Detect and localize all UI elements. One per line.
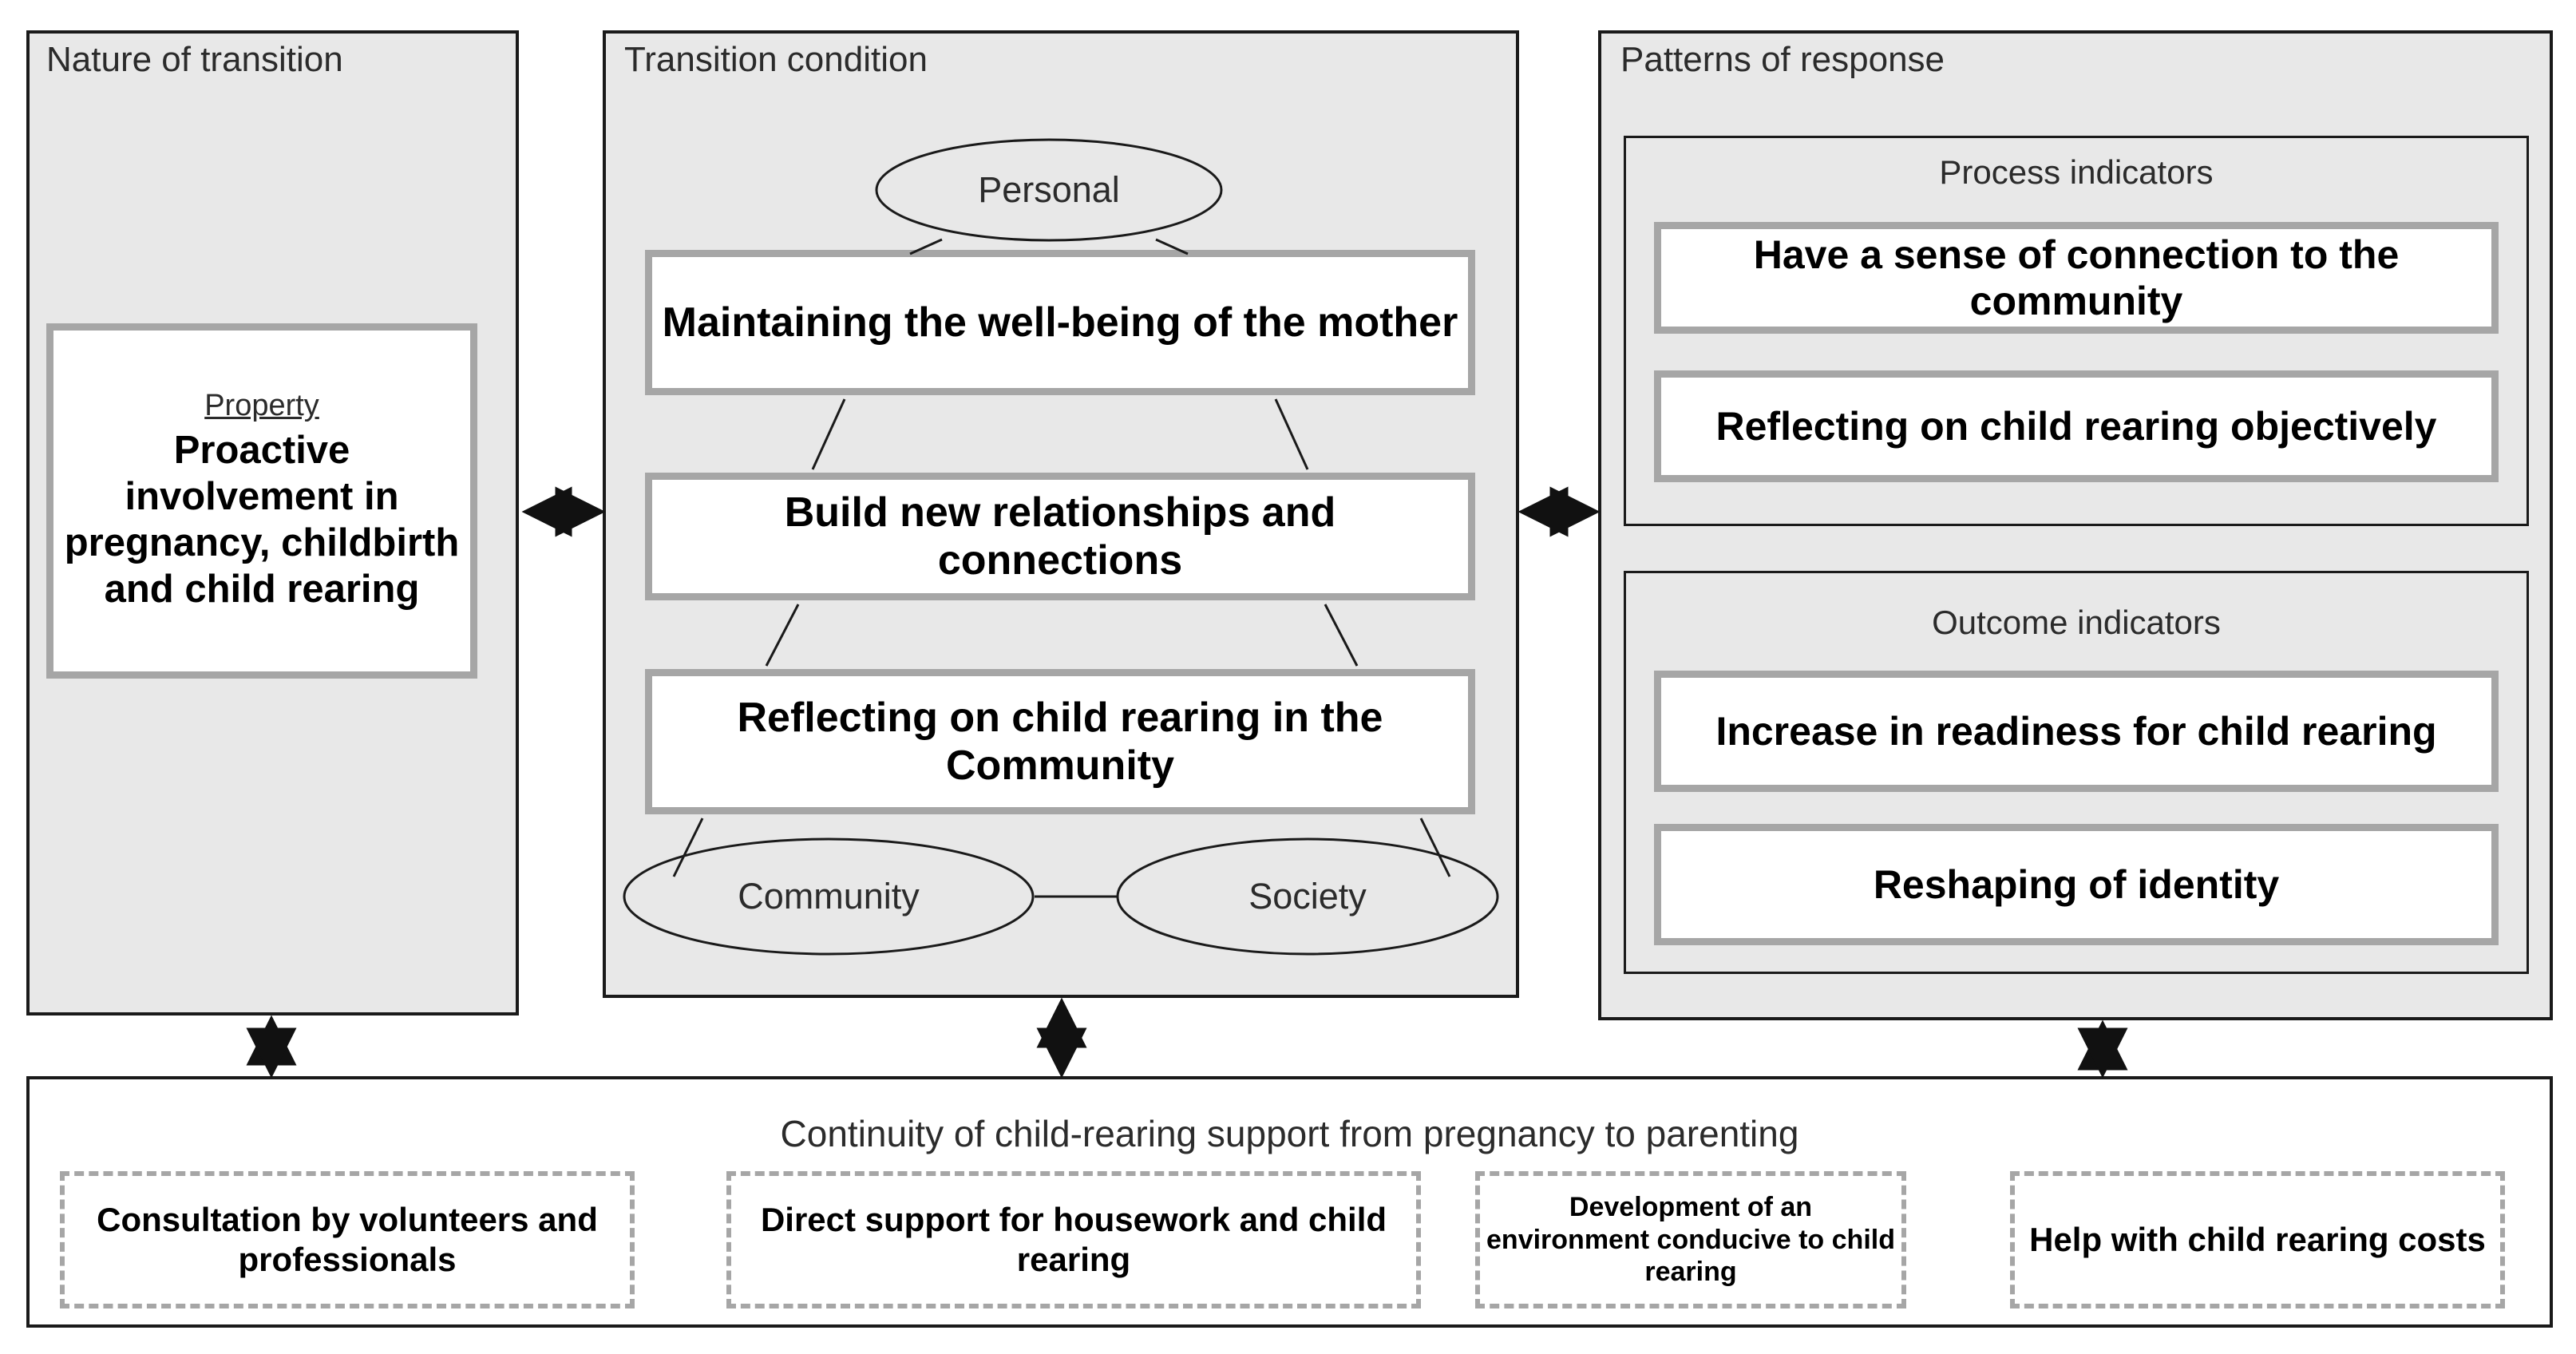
property-label: Property bbox=[204, 389, 319, 423]
bottom-band-title: Continuity of child-rearing support from… bbox=[780, 1113, 1799, 1154]
property-text: Proactive involvement in pregnancy, chil… bbox=[64, 429, 460, 611]
process-indicator-item-1: Have a sense of connection to the commun… bbox=[1654, 222, 2499, 334]
ellipse-society-shape bbox=[1116, 837, 1499, 956]
ellipse-personal: Personal bbox=[873, 136, 1225, 244]
ellipse-community: Community bbox=[621, 836, 1036, 957]
ellipse-society: Society bbox=[1114, 836, 1501, 957]
ellipse-community-shape bbox=[623, 837, 1035, 956]
outcome-indicator-item-1: Increase in readiness for child rearing bbox=[1654, 671, 2499, 792]
transition-box-3: Reflecting on child rearing in the Commu… bbox=[645, 669, 1475, 814]
panel-nature-title: Nature of transition bbox=[46, 40, 343, 79]
property-box: Property Proactive involvement in pregna… bbox=[46, 323, 477, 679]
transition-box-1: Maintaining the well-being of the mother bbox=[645, 250, 1475, 395]
support-item-1: Consultation by volunteers and professio… bbox=[60, 1171, 635, 1308]
outcome-indicator-item-2: Reshaping of identity bbox=[1654, 824, 2499, 945]
support-item-2: Direct support for housework and child r… bbox=[726, 1171, 1421, 1308]
ellipse-personal-shape bbox=[875, 138, 1223, 242]
process-indicator-item-2: Reflecting on child rearing objectively bbox=[1654, 370, 2499, 482]
group-process-indicators-title: Process indicators bbox=[1939, 153, 2214, 191]
support-item-4: Help with child rearing costs bbox=[2010, 1171, 2505, 1308]
panel-response-title: Patterns of response bbox=[1620, 40, 1945, 79]
transition-box-2: Build new relationships and connections bbox=[645, 473, 1475, 600]
group-outcome-indicators-title: Outcome indicators bbox=[1932, 604, 2221, 641]
panel-transition-title: Transition condition bbox=[624, 40, 928, 79]
support-item-3: Development of an environment conducive … bbox=[1475, 1171, 1906, 1308]
